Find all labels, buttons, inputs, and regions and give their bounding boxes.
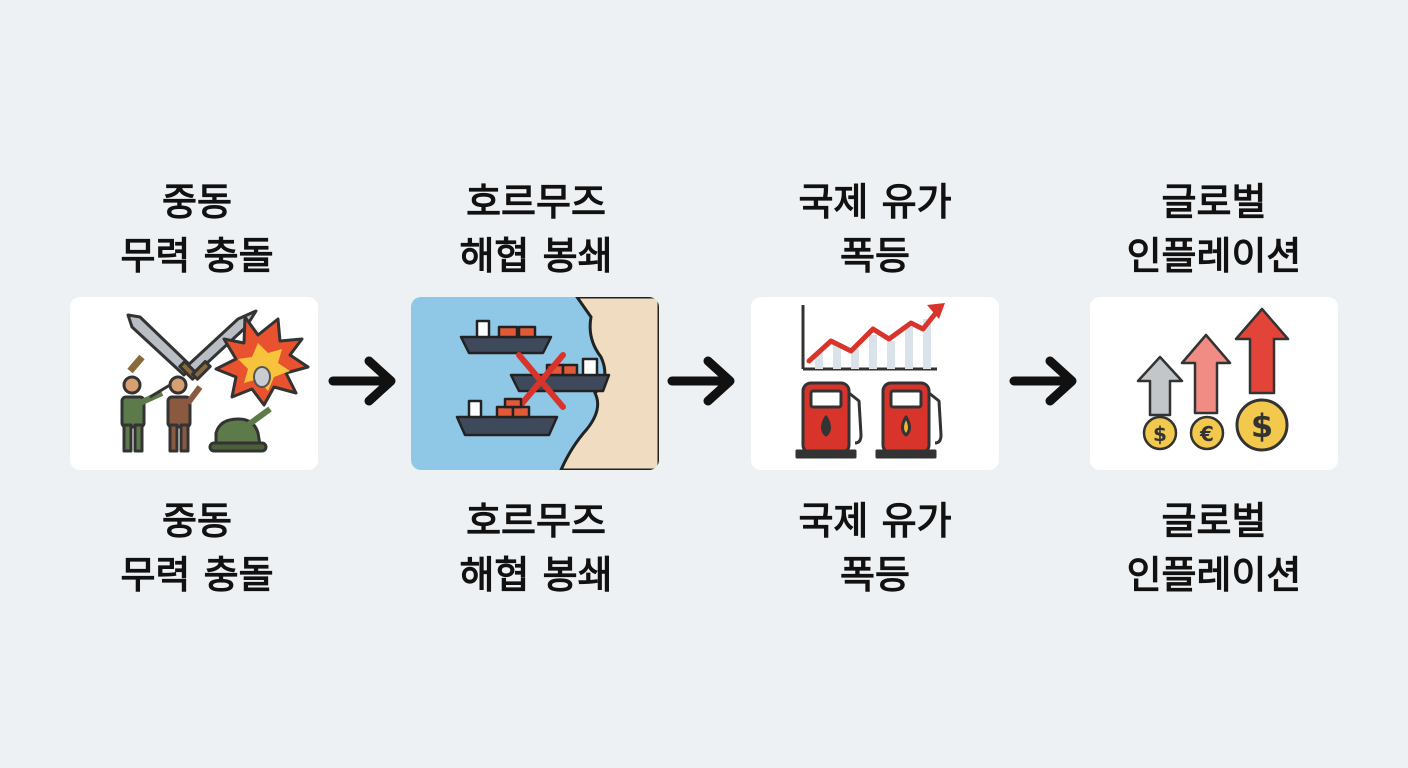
strait-blockade-icon (411, 297, 659, 470)
flow-arrow-icon (1008, 351, 1082, 411)
inflation-card: $ € $ (1090, 297, 1338, 470)
step-3-title-top: 국제 유가 폭등 (725, 175, 1025, 283)
step-1-title-line1: 중동 (162, 499, 232, 543)
coin-symbol: $ (1153, 422, 1167, 446)
coastline-icon (559, 297, 659, 470)
step-4-title-top: 글로벌 인플레이션 (1064, 175, 1364, 283)
fuel-pump-icon (875, 381, 943, 459)
coin-symbol: € (1199, 422, 1214, 446)
oil-price-card (751, 297, 999, 470)
step-2-title-line1: 호르무즈 (466, 499, 606, 543)
coin-symbol: $ (1251, 407, 1273, 445)
inflation-icon: $ € $ (1136, 307, 1290, 452)
cargo-ship-icon (459, 319, 553, 355)
step-3-title-bottom: 국제 유가 폭등 (725, 494, 1025, 602)
dollar-coin-icon: $ (1235, 398, 1289, 452)
blockade-cross-icon (516, 352, 566, 410)
step-4-title-line2: 인플레이션 (1126, 553, 1302, 597)
step-4-title-line2: 인플레이션 (1126, 234, 1302, 278)
dollar-coin-icon: $ (1142, 415, 1178, 451)
step-4-title-line1: 글로벌 (1161, 180, 1267, 224)
rising-arrow-icon (1180, 333, 1232, 415)
step-3-title-line1: 국제 유가 (798, 499, 952, 543)
step-1-title-line2: 무력 충돌 (120, 234, 274, 278)
step-1-title-bottom: 중동 무력 충돌 (47, 494, 347, 602)
soldier-icon (166, 375, 203, 453)
conflict-card (70, 297, 318, 470)
rising-arrow-icon (1136, 355, 1184, 417)
step-2-title-bottom: 호르무즈 해협 봉쇄 (386, 494, 686, 602)
step-2-title-line1: 호르무즈 (466, 180, 606, 224)
conflict-icon (120, 309, 310, 453)
step-4-title-line1: 글로벌 (1161, 499, 1267, 543)
step-1-title-top: 중동 무력 충돌 (47, 175, 347, 283)
rising-chart-icon (801, 303, 945, 371)
soldier-icon (120, 375, 171, 453)
flow-arrow-icon (666, 351, 740, 411)
explosion-icon (214, 315, 310, 407)
step-3-title-line1: 국제 유가 (798, 180, 952, 224)
step-2-title-line2: 해협 봉쇄 (459, 553, 613, 597)
step-4-title-bottom: 글로벌 인플레이션 (1064, 494, 1364, 602)
step-3-title-line2: 폭등 (840, 553, 910, 597)
step-3-title-line2: 폭등 (840, 234, 910, 278)
tank-icon (208, 406, 272, 453)
oil-price-surge-icon (795, 303, 945, 459)
flow-arrow-icon (327, 351, 401, 411)
step-2-title-line2: 해협 봉쇄 (459, 234, 613, 278)
cargo-ship-icon (455, 397, 559, 437)
step-1-title-line2: 무력 충돌 (120, 553, 274, 597)
fuel-pump-icon (795, 381, 863, 459)
rising-arrow-icon (1234, 307, 1290, 395)
step-2-title-top: 호르무즈 해협 봉쇄 (386, 175, 686, 283)
strait-card (411, 297, 659, 470)
step-1-title-line1: 중동 (162, 180, 232, 224)
euro-coin-icon: € (1189, 415, 1225, 451)
